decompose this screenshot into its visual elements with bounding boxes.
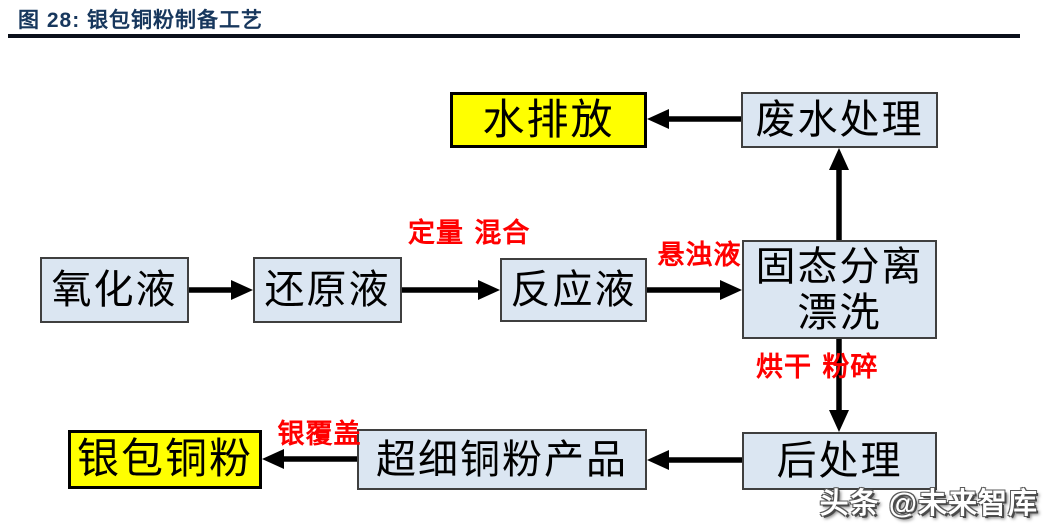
node-ultrafine-copper-powder-product-label: 超细铜粉产品 — [376, 436, 628, 483]
node-silver-coated-copper-powder: 银包铜粉 — [68, 430, 262, 489]
arrow-solid-separation-to-wastewater — [829, 148, 849, 240]
node-post-processing-label: 后处理 — [776, 438, 903, 484]
title-underline-rule — [8, 34, 1020, 38]
node-reaction-liquid: 反应液 — [500, 258, 647, 322]
figure-title: 图 28: 银包铜粉制备工艺 — [18, 9, 264, 32]
node-silver-coated-copper-powder-label: 银包铜粉 — [76, 434, 253, 484]
node-oxidation-liquid: 氧化液 — [40, 257, 189, 323]
node-reaction-liquid-label: 反应液 — [510, 267, 637, 313]
node-solid-separation-rinsing-label: 固态分离 漂洗 — [755, 243, 924, 336]
node-wastewater-treatment-label: 废水处理 — [755, 97, 924, 143]
edge-label-drying-crushing: 烘干 粉碎 — [756, 352, 879, 383]
node-reduction-liquid: 还原液 — [253, 257, 402, 323]
arrow-reaction-to-solid-separation — [647, 280, 742, 300]
node-wastewater-treatment: 废水处理 — [741, 92, 938, 148]
edge-label-silver-coating: 银覆盖 — [277, 419, 362, 450]
arrow-reduction-to-reaction — [402, 280, 500, 300]
node-water-discharge: 水排放 — [450, 92, 647, 148]
node-post-processing: 后处理 — [742, 432, 937, 490]
arrow-oxidation-to-reduction — [189, 280, 253, 300]
watermark-text: 头条 @未来智库 — [819, 488, 1038, 520]
arrow-ultrafine-product-to-silver-coated — [262, 449, 357, 469]
arrow-solid-separation-to-post-processing — [829, 339, 849, 432]
node-water-discharge-label: 水排放 — [482, 94, 615, 144]
node-ultrafine-copper-powder-product: 超细铜粉产品 — [357, 429, 647, 490]
arrow-wastewater-to-water-discharge — [647, 109, 741, 129]
edge-label-suspension-liquid: 悬浊液 — [657, 240, 742, 271]
arrow-post-processing-to-ultrafine-product — [647, 450, 742, 470]
node-oxidation-liquid-label: 氧化液 — [51, 267, 178, 313]
edge-label-quantitative-mixing: 定量 混合 — [408, 218, 531, 249]
node-solid-separation-rinsing: 固态分离 漂洗 — [742, 240, 937, 339]
node-reduction-liquid-label: 还原液 — [264, 267, 391, 313]
